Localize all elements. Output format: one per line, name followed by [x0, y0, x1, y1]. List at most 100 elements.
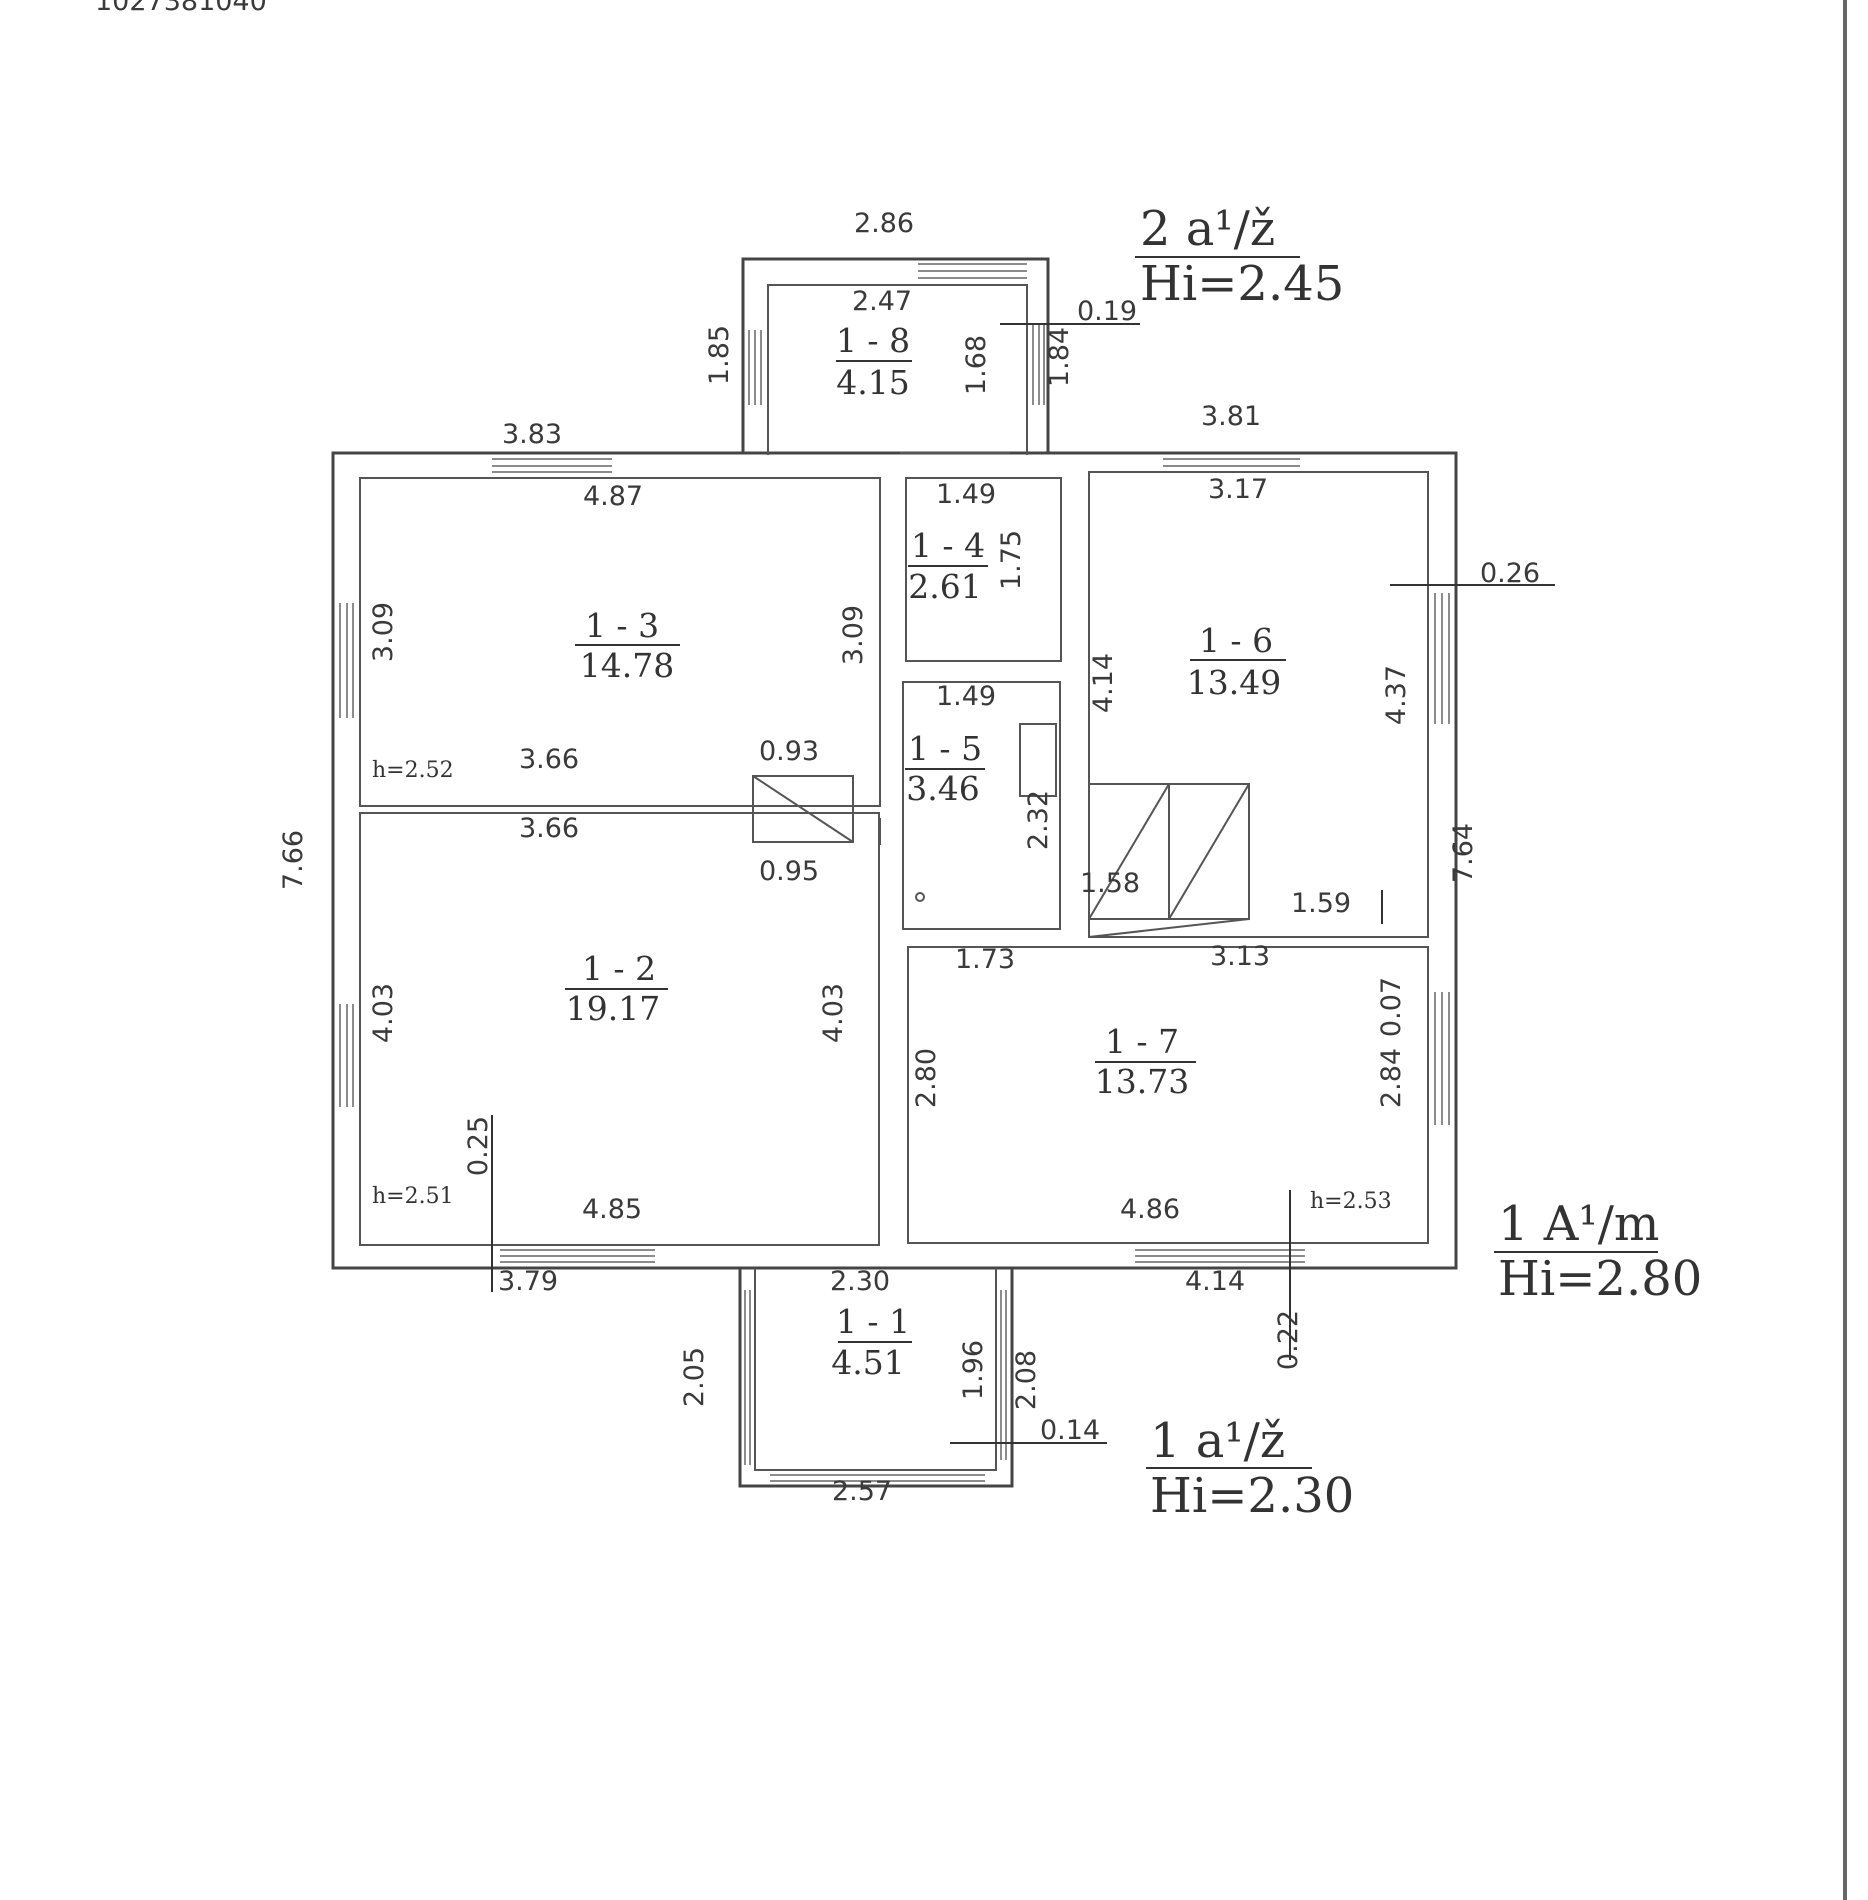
window-annex-right — [1032, 325, 1045, 405]
window-top-right — [1163, 458, 1300, 467]
dim-label: 3.81 — [1201, 401, 1261, 432]
dim-label: 3.13 — [1210, 941, 1270, 972]
room-area: 14.78 — [580, 646, 674, 685]
room-1-8: 1 - 8 4.15 — [836, 321, 912, 402]
annex-1-1-outer-wall — [738, 1268, 1014, 1488]
dim-label: 1.68 — [961, 335, 992, 395]
dim-label: 0.26 — [1480, 558, 1540, 589]
room-labels: 1 - 8 4.15 1 - 3 14.78 1 - 4 2.61 1 - 5 … — [565, 321, 1286, 1382]
dim-label: 1.58 — [1080, 868, 1140, 899]
room-area: 4.15 — [836, 363, 909, 402]
dim-label: 2.57 — [832, 1476, 892, 1507]
room-1-7: 1 - 7 13.73 — [1095, 1022, 1196, 1101]
dim-label: 4.85 — [582, 1194, 642, 1225]
room-area: 13.73 — [1095, 1062, 1189, 1101]
dim-label: 4.14 — [1088, 653, 1119, 713]
dimension-labels: 2.86 2.47 0.19 3.83 4.87 1.49 3.81 3.17 … — [278, 208, 1540, 1507]
window-top-left — [492, 458, 612, 473]
dim-label: 1.96 — [958, 1340, 989, 1400]
room-area: 2.61 — [908, 567, 981, 606]
main-outer-wall — [331, 451, 1458, 1270]
window-left-upper — [339, 603, 354, 718]
document-code: 1027381040 — [95, 0, 267, 17]
room-1-6-wall — [1088, 471, 1429, 938]
room-1-4: 1 - 4 2.61 — [908, 526, 988, 606]
block-1-main: 1 A¹/m Hi=2.80 — [1494, 1196, 1702, 1307]
dim-label: 0.95 — [759, 856, 819, 887]
dim-label: 1.84 — [1044, 327, 1075, 387]
window-right-upper — [1434, 593, 1450, 724]
dim-label: 7.64 — [1448, 823, 1479, 883]
dim-label: 2.86 — [854, 208, 914, 239]
annex-1-8-outer-wall — [741, 257, 1050, 453]
dim-label: 4.87 — [583, 481, 643, 512]
dim-label: 0.14 — [1040, 1415, 1100, 1446]
height-note-1-3: h=2.52 — [372, 758, 454, 783]
block-code: 1 A¹/m — [1498, 1196, 1659, 1252]
window-porch-right — [1000, 1290, 1007, 1460]
room-area: 19.17 — [566, 989, 660, 1028]
room-1-6: 1 - 6 13.49 — [1187, 621, 1286, 702]
staircase-step-b — [1168, 783, 1250, 920]
room-number: 1 - 2 — [582, 949, 656, 988]
block-height: Hi=2.45 — [1140, 256, 1344, 312]
fixture-box — [1019, 723, 1057, 797]
dim-label: 0.19 — [1077, 296, 1137, 327]
annex-1-8-inner-wall — [767, 284, 1028, 455]
dimension-lines — [491, 323, 1555, 1444]
dim-label: 4.03 — [368, 983, 399, 1043]
room-heights: h=2.52 h=2.51 h=2.53 — [372, 758, 1392, 1214]
window-porch-left — [744, 1290, 751, 1465]
window-annex-top — [918, 263, 1027, 279]
dim-label: 4.03 — [818, 983, 849, 1043]
room-1-3: 1 - 3 14.78 — [575, 606, 680, 685]
dim-label: 4.14 — [1185, 1266, 1245, 1297]
window-porch-bottom — [770, 1474, 985, 1482]
stove-box — [752, 775, 854, 843]
staircase-landing — [1088, 918, 1250, 938]
stove-diagonal — [752, 775, 854, 843]
dim-label: 3.66 — [519, 813, 579, 844]
dim-label: 0.25 — [463, 1116, 494, 1176]
walls — [331, 257, 1458, 1488]
dim-label: 1.85 — [704, 325, 735, 385]
height-note-1-2: h=2.51 — [372, 1184, 454, 1209]
window-bottom-left — [500, 1249, 655, 1263]
dim-label: 3.66 — [519, 744, 579, 775]
dim-label: 2.05 — [679, 1347, 710, 1407]
dim-label: 7.66 — [278, 830, 309, 890]
block-code: 1 a¹/ž — [1150, 1413, 1285, 1469]
annex-1-1-inner-wall — [754, 1268, 997, 1471]
fixture-drain — [915, 892, 925, 902]
room-1-2: 1 - 2 19.17 — [565, 949, 668, 1028]
block-2: 2 a¹/ž Hi=2.45 — [1135, 201, 1344, 312]
block-1-porch: 1 a¹/ž Hi=2.30 — [1146, 1413, 1354, 1524]
room-1-1: 1 - 1 4.51 — [831, 1302, 912, 1382]
room-1-2-wall — [359, 812, 880, 1246]
room-number: 1 - 5 — [908, 729, 982, 768]
dim-label: 1.49 — [936, 479, 996, 510]
dim-label: 2.80 — [911, 1048, 942, 1108]
height-note-1-7: h=2.53 — [1310, 1189, 1392, 1214]
room-number: 1 - 8 — [836, 321, 910, 360]
dim-label: 1.49 — [936, 681, 996, 712]
room-number: 1 - 4 — [911, 526, 985, 565]
dim-label: 1.75 — [996, 530, 1027, 590]
dim-label: 2.08 — [1011, 1350, 1042, 1410]
room-1-7-wall — [907, 946, 1429, 1244]
dim-label: 2.84 — [1376, 1048, 1407, 1108]
block-codes: 2 a¹/ž Hi=2.45 1 A¹/m Hi=2.80 1 a¹/ž Hi=… — [1135, 201, 1702, 1524]
dim-label: 3.09 — [368, 602, 399, 662]
dim-label: 3.79 — [498, 1266, 558, 1297]
room-1-5-wall — [902, 681, 1061, 930]
window-left-lower — [339, 1004, 354, 1107]
window-bottom-right — [1135, 1249, 1305, 1263]
dim-label: 3.83 — [502, 419, 562, 450]
window-right-lower — [1434, 992, 1450, 1125]
room-area: 13.49 — [1187, 663, 1281, 702]
dim-label: 0.22 — [1273, 1310, 1304, 1370]
room-area: 4.51 — [831, 1343, 904, 1382]
dim-label: 1.73 — [955, 944, 1015, 975]
room-number: 1 - 6 — [1199, 621, 1273, 660]
